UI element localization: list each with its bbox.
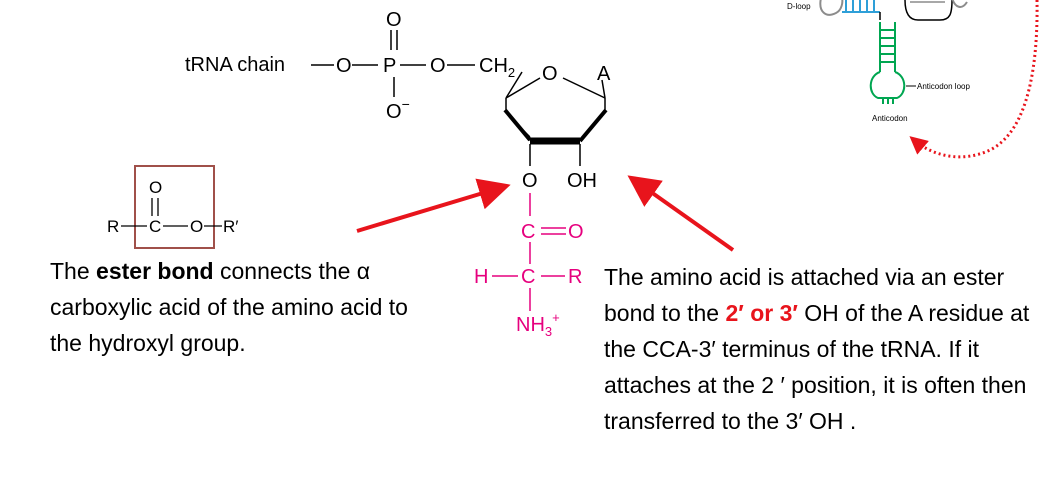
ester-bond-term: ester bond xyxy=(96,258,214,284)
amino-acid-structure: C O H C R NH3+ xyxy=(474,193,584,339)
d-loop-shape xyxy=(819,0,844,16)
ring-oxygen: O xyxy=(542,63,558,85)
ribose-structure: tRNA chain O P O CH2 O O− O A O OH xyxy=(185,9,611,192)
carbonyl-oxygen: O xyxy=(568,221,584,243)
t-arm-strand xyxy=(904,0,953,21)
ch2-group: CH2 xyxy=(479,55,515,80)
ester-oxygen-bridge: O xyxy=(190,217,203,236)
position-3prime: 3′ xyxy=(779,300,798,326)
amino-group: NH3+ xyxy=(516,310,560,339)
highlight-box xyxy=(134,165,215,249)
alpha-hydrogen: H xyxy=(474,266,488,288)
carbonyl-carbon: C xyxy=(521,221,535,243)
t-loop-shape xyxy=(951,0,968,8)
phosphate-o-top: O xyxy=(386,9,402,31)
trna-chain-label: tRNA chain xyxy=(185,54,285,76)
ester-bond-diagram: O R C O R′ xyxy=(107,165,238,249)
position-2prime: 2′ xyxy=(725,300,744,326)
phosphorus: P xyxy=(383,55,396,77)
dotted-arrow-to-anticodon xyxy=(909,0,1039,159)
phosphate-o-minus: O− xyxy=(386,96,410,123)
hydroxyl-oh: OH xyxy=(567,170,597,192)
attachment-explanation: The amino acid is attached via an ester … xyxy=(604,264,1030,434)
arrow-to-hydroxyl xyxy=(627,175,735,252)
phosphate-o-right: O xyxy=(430,55,446,77)
phosphate-o-left: O xyxy=(336,55,352,77)
anticodon-loop-label: Anticodon loop xyxy=(917,82,970,91)
side-chain-r: R xyxy=(568,266,582,288)
d-loop-label: D-loop xyxy=(787,2,811,11)
arrow-to-ester-o xyxy=(356,178,511,233)
ester-oxygen: O xyxy=(522,170,538,192)
ester-carbon: C xyxy=(149,217,161,236)
adenine-base: A xyxy=(597,63,611,85)
anticodon-label: Anticodon xyxy=(872,114,908,123)
trna-inset: D-loop Anticodon loop Anticodon xyxy=(787,0,1039,159)
anticodon-loop-shape xyxy=(869,71,906,99)
ester-carbonyl-o: O xyxy=(149,178,162,197)
ester-r-prime: R′ xyxy=(223,217,238,236)
ester-r: R xyxy=(107,217,119,236)
alpha-carbon: C xyxy=(521,266,535,288)
ester-bond-explanation: The ester bond connects the α carboxylic… xyxy=(50,258,408,356)
